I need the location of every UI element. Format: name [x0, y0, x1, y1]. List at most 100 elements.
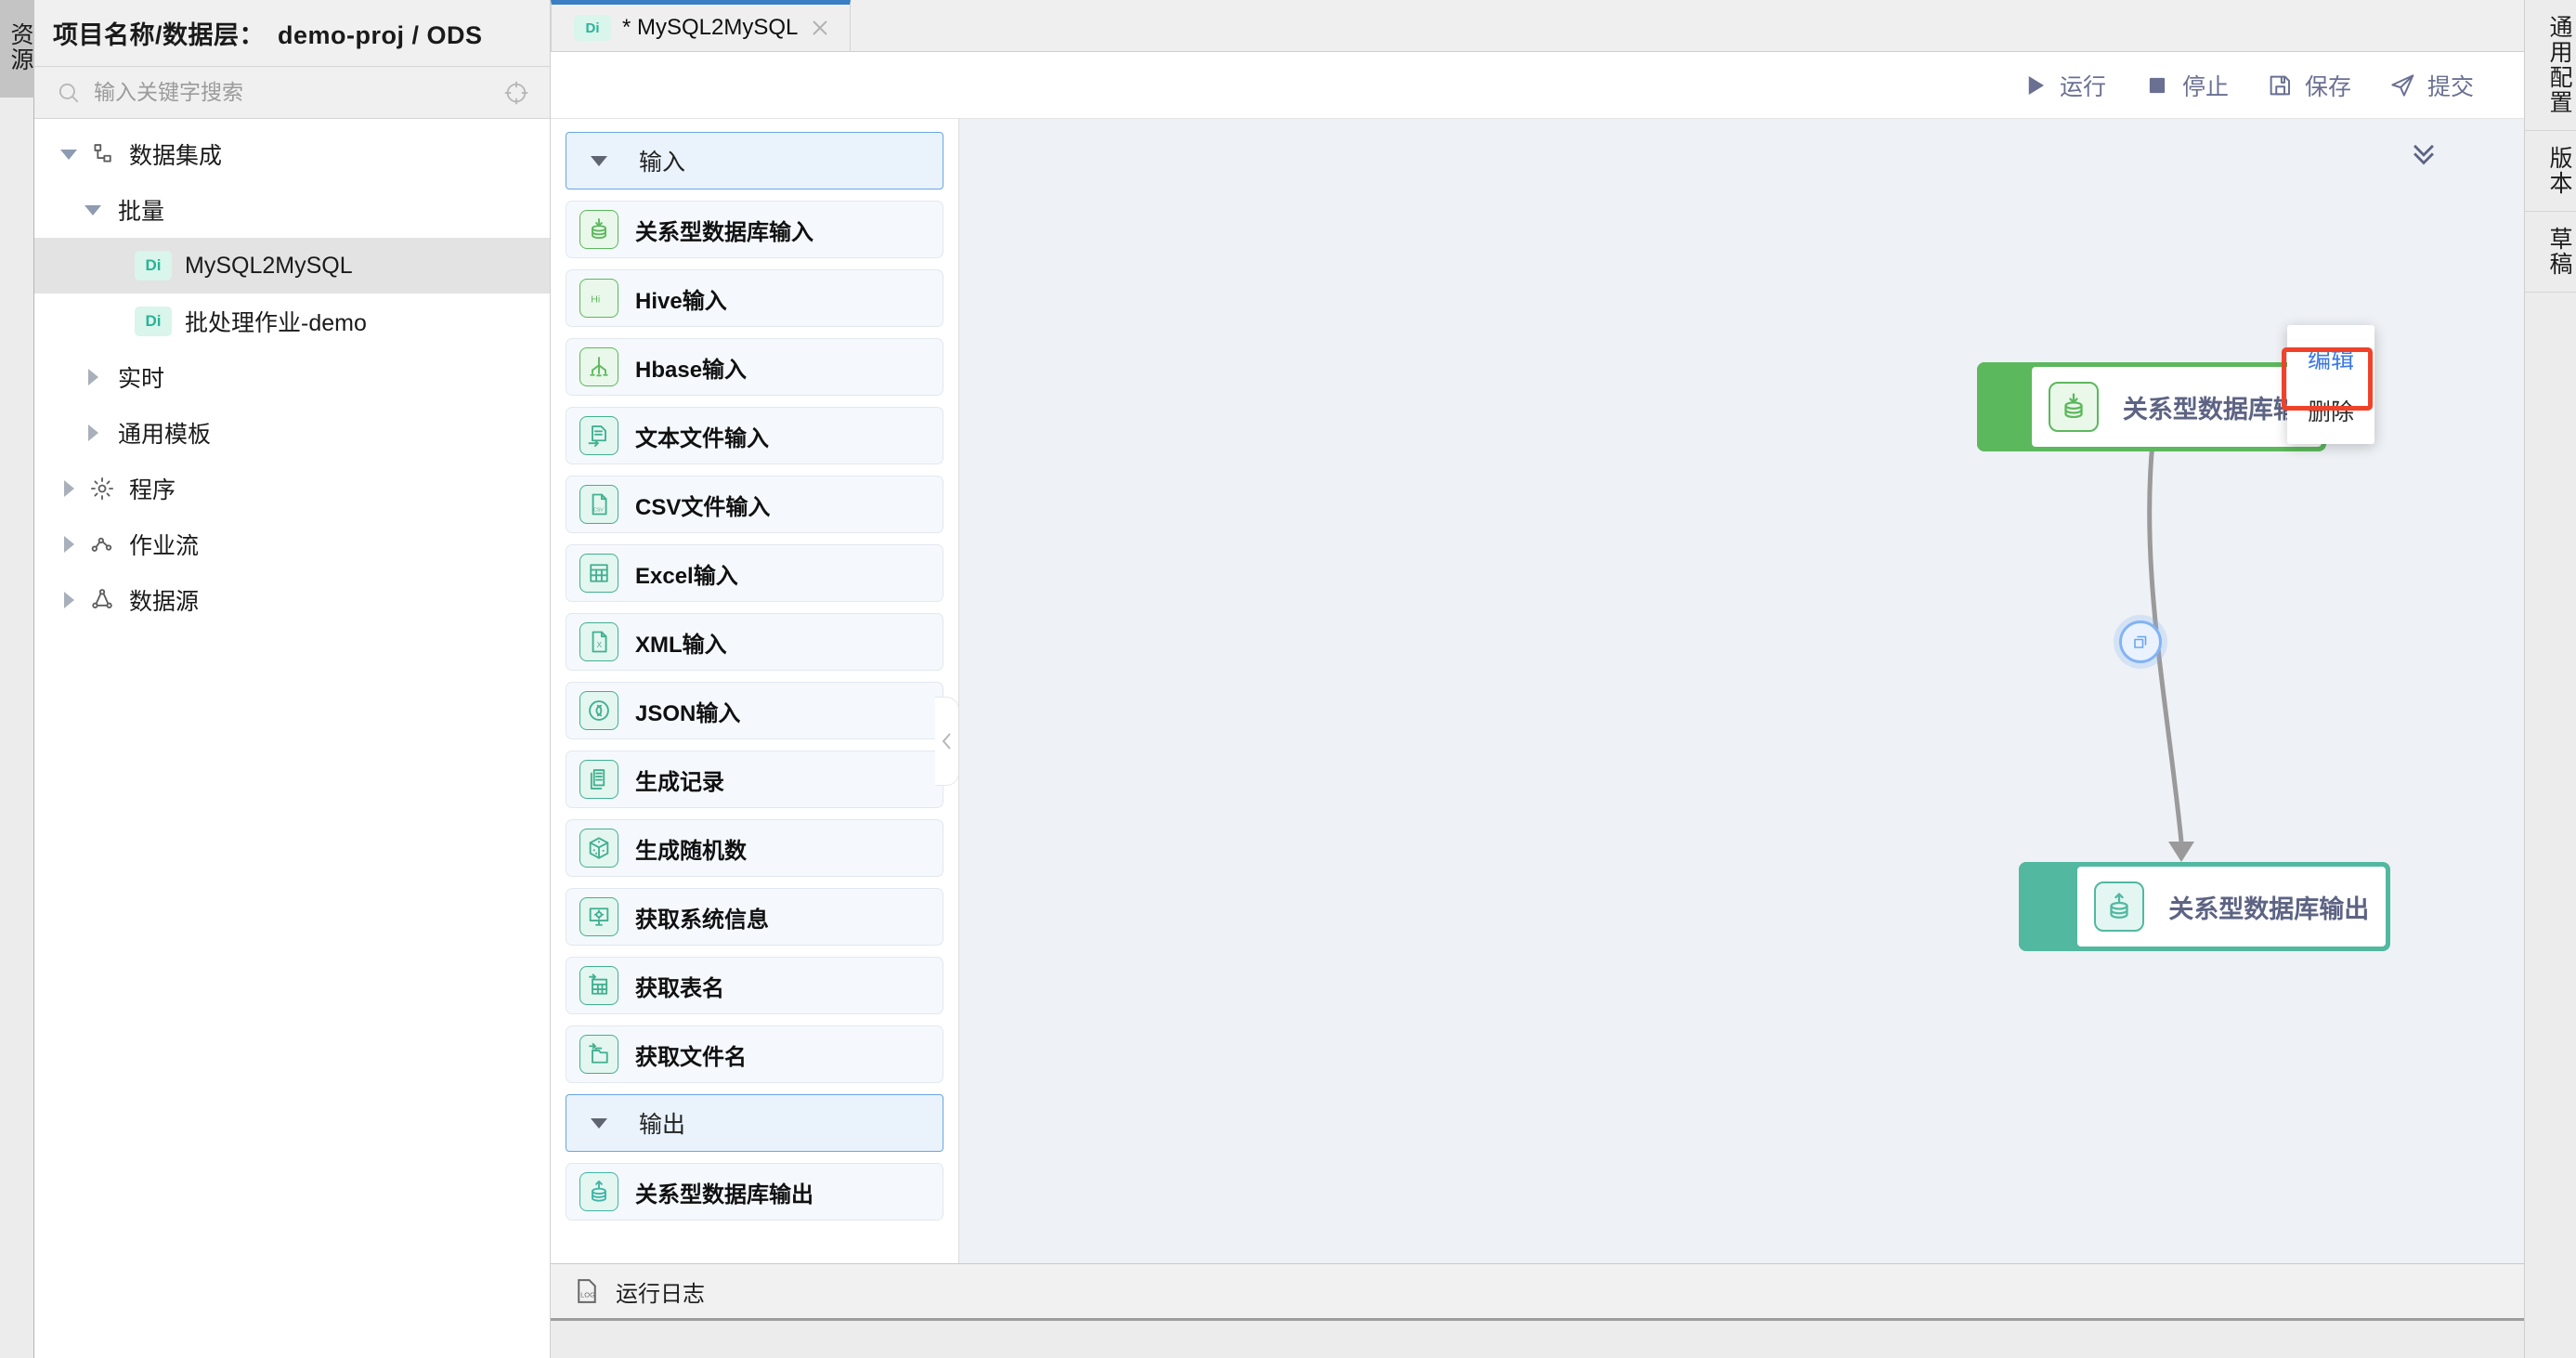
get-file-name-icon — [589, 1042, 608, 1064]
palette-item-获取表名[interactable]: 获取表名 — [566, 957, 943, 1014]
node-context-menu: 编辑删除 — [2287, 325, 2375, 444]
database-in-icon — [579, 210, 618, 249]
tree-toggle-collapsed[interactable] — [81, 369, 105, 385]
log-file-icon: LOG — [578, 1279, 596, 1303]
flow-node-body[interactable]: 关系型数据库输入 — [2031, 367, 2323, 447]
search-input[interactable] — [94, 80, 490, 105]
flow-node-关系型数据库输出[interactable]: 关系型数据库输出 — [2019, 862, 2390, 951]
context-menu-item-删除[interactable]: 删除 — [2308, 399, 2355, 425]
tree-item-folder-1[interactable]: 批量 — [34, 182, 550, 238]
palette-item-关系型数据库输入[interactable]: 关系型数据库输入 — [566, 201, 943, 258]
palette-item-生成记录[interactable]: 生成记录 — [566, 751, 943, 808]
svg-text:Hi: Hi — [591, 294, 600, 306]
csv-file-icon: CSV — [579, 485, 618, 524]
excel-grid-icon — [590, 564, 608, 582]
context-menu-item-编辑[interactable]: 编辑 — [2308, 347, 2355, 373]
hbase-icon — [590, 357, 608, 377]
chevron-left-icon — [942, 733, 951, 750]
toolbar-button-停止[interactable]: 停止 — [2143, 69, 2229, 102]
flow-canvas[interactable]: 关系型数据库输入关系型数据库输出 编辑删除 — [959, 119, 2524, 1263]
caret-down-icon — [591, 1117, 607, 1129]
system-info-icon — [589, 908, 609, 926]
database-in-icon — [2048, 382, 2099, 432]
right-rail-item-草稿[interactable]: 草稿 — [2525, 212, 2576, 293]
search-icon — [59, 83, 79, 102]
flow-node-关系型数据库输入[interactable]: 关系型数据库输入 — [1977, 362, 2326, 451]
palette-item-Hbase输入[interactable]: Hbase输入 — [566, 338, 943, 396]
palette-group-输出[interactable]: 输出 — [566, 1094, 943, 1152]
datasource-icon — [92, 589, 112, 608]
flow-node-label: 关系型数据库输出 — [2168, 894, 2370, 923]
get-file-name-icon — [579, 1035, 618, 1074]
right-rail-collapse-button[interactable] — [2403, 132, 2444, 173]
palette-item-获取系统信息[interactable]: 获取系统信息 — [566, 888, 943, 946]
palette-item-label: 关系型数据库输出 — [635, 1182, 813, 1208]
tree-item-folder-7[interactable]: 作业流 — [34, 516, 550, 572]
generate-record-icon — [590, 769, 605, 790]
tree-item-folder-8[interactable]: 数据源 — [34, 572, 550, 628]
rail-tab-resources[interactable]: 资源 — [0, 0, 34, 98]
tree-toggle-collapsed[interactable] — [81, 424, 105, 441]
tree-item-folder-4[interactable]: 实时 — [34, 349, 550, 405]
tree-item-folder-0[interactable]: 数据集成 — [34, 126, 550, 182]
edge-midpoint-badge[interactable] — [2119, 620, 2162, 663]
toolbar-button-运行[interactable]: 运行 — [2021, 69, 2106, 102]
explorer-panel: 项目名称/数据层：demo-proj / ODS 数据集成批量DiMySQL2M… — [34, 0, 551, 1358]
excel-grid-icon — [579, 554, 618, 593]
locate-target-icon[interactable] — [503, 80, 529, 106]
tree-item-label: 作业流 — [129, 533, 200, 559]
submit-send-icon-wrap — [2388, 72, 2416, 99]
toolbar-button-保存[interactable]: 保存 — [2266, 69, 2351, 102]
toolbar-button-label: 提交 — [2426, 73, 2474, 100]
play-icon — [2028, 75, 2044, 95]
right-rail-item-版本[interactable]: 版本 — [2525, 131, 2576, 212]
caret-down-icon — [60, 149, 77, 160]
run-log-bar[interactable]: LOG 运行日志 — [551, 1263, 2524, 1321]
tree-toggle-expanded[interactable] — [81, 204, 105, 215]
palette-collapse-handle[interactable] — [935, 697, 958, 786]
tree-item-folder-5[interactable]: 通用模板 — [34, 405, 550, 461]
system-info-icon — [579, 897, 618, 936]
palette-group-输入[interactable]: 输入 — [566, 132, 943, 189]
play-icon-wrap — [2021, 72, 2049, 99]
palette-item-label: CSV文件输入 — [635, 494, 771, 520]
tree-toggle-collapsed[interactable] — [57, 592, 81, 608]
json-icon — [589, 700, 609, 721]
tree-item-label: 实时 — [118, 366, 165, 392]
workflow-icon-wrap — [88, 530, 116, 558]
hbase-icon — [579, 347, 618, 386]
text-file-in-icon — [579, 416, 618, 455]
get-table-name-icon — [579, 966, 618, 1005]
hive-icon: Hi — [591, 294, 600, 306]
tree-item-label: 程序 — [129, 477, 176, 503]
toolbar-button-提交[interactable]: 提交 — [2388, 69, 2474, 102]
palette-item-Excel输入[interactable]: Excel输入 — [566, 544, 943, 602]
csv-file-icon: CSV — [592, 493, 607, 516]
close-icon[interactable] — [809, 17, 831, 39]
tab-mysql2mysql[interactable]: Di * MySQL2MySQL — [551, 0, 852, 51]
tree-toggle-collapsed[interactable] — [57, 480, 81, 497]
toolbar-button-label: 停止 — [2181, 73, 2229, 100]
gear-icon-wrap — [88, 475, 116, 503]
svg-text:X: X — [597, 641, 603, 649]
palette-item-CSV文件输入[interactable]: CSV CSV文件输入 — [566, 476, 943, 533]
caret-right-icon — [63, 536, 74, 553]
palette-item-关系型数据库输出[interactable]: 关系型数据库输出 — [566, 1163, 943, 1221]
palette-item-生成随机数[interactable]: 生成随机数 — [566, 819, 943, 877]
tree-item-folder-6[interactable]: 程序 — [34, 461, 550, 516]
palette-item-获取文件名[interactable]: 获取文件名 — [566, 1025, 943, 1083]
tree-toggle-collapsed[interactable] — [57, 536, 81, 553]
flow-node-body[interactable]: 关系型数据库输出 — [2077, 867, 2386, 947]
di-badge-icon: Di — [135, 251, 172, 281]
right-rail-item-通用配置[interactable]: 通用配置 — [2525, 0, 2576, 131]
tree-toggle-expanded[interactable] — [57, 149, 81, 160]
palette-item-文本文件输入[interactable]: 文本文件输入 — [566, 407, 943, 464]
xml-file-icon: X — [579, 622, 618, 661]
palette-item-JSON输入[interactable]: JSON输入 — [566, 682, 943, 739]
